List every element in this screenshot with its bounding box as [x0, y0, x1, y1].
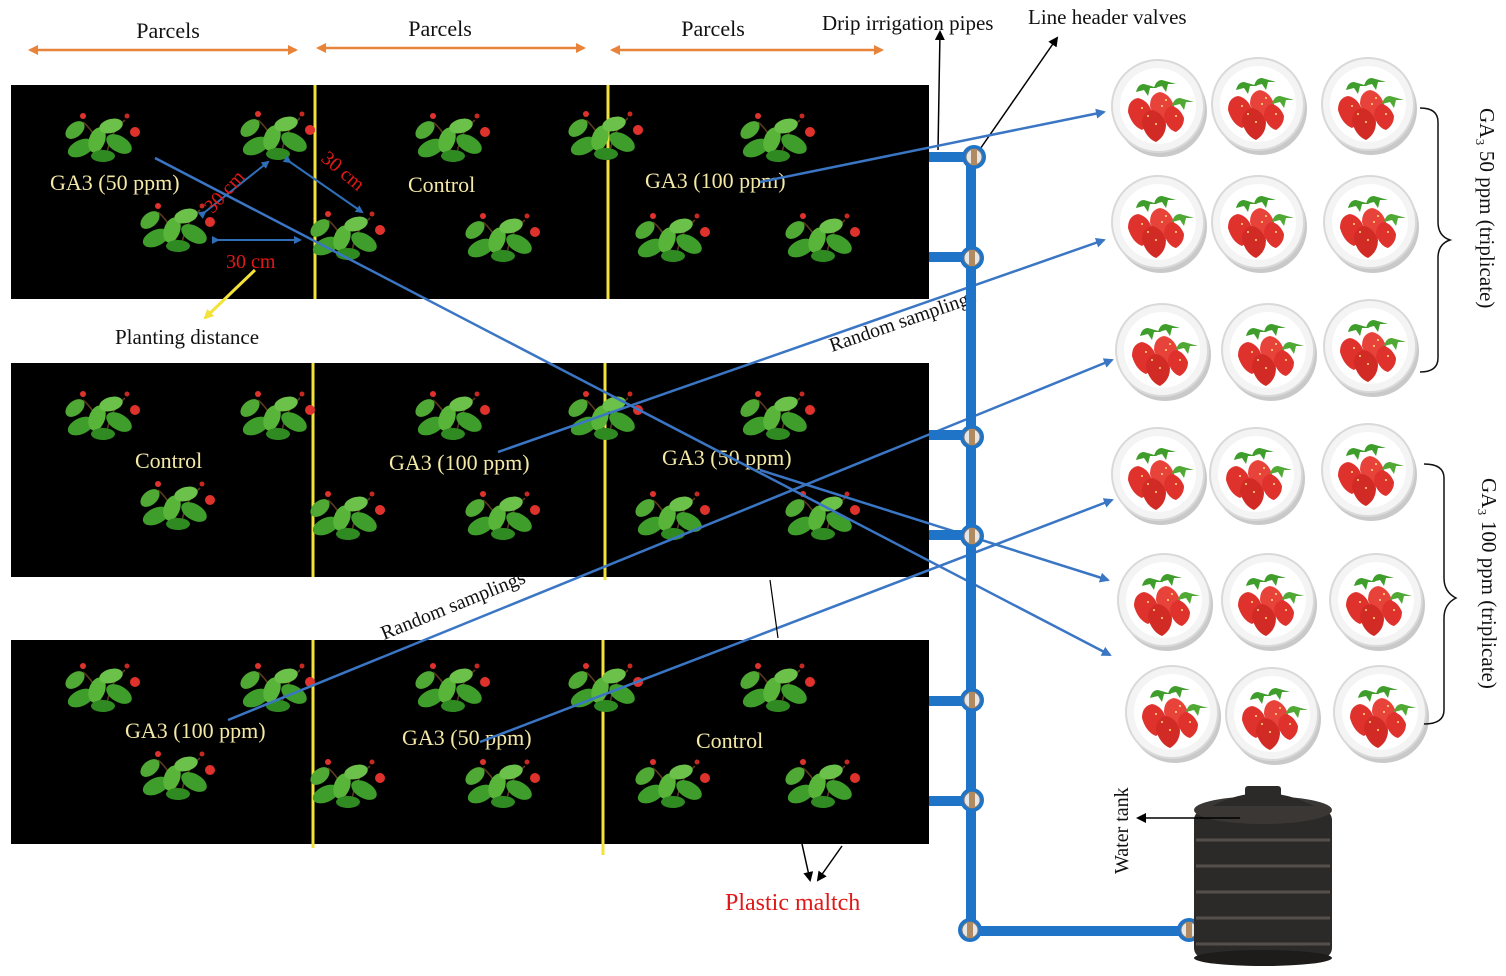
row3-label-1: GA3 (100 ppm) [125, 718, 266, 743]
water-tank-icon [1194, 786, 1332, 966]
group-label-2: GA₃ 100 ppm (triplicate) [1477, 478, 1501, 689]
plate-icon [1211, 57, 1308, 156]
row2-label-1: Control [135, 448, 202, 473]
parcel-arrows [28, 43, 884, 55]
strawberry-plates [1111, 57, 1430, 766]
valve-icon [959, 424, 985, 450]
distance-horizontal-label: 30 cm [226, 251, 276, 273]
plate-icon [1323, 299, 1420, 398]
planting-distance-label: Planting distance [115, 325, 259, 349]
drip-pipes-label: Drip irrigation pipes [822, 11, 993, 35]
plate-icon [1111, 427, 1208, 526]
valve-icon [957, 917, 983, 943]
plate-icon [1111, 59, 1208, 158]
plate-icon [1115, 303, 1212, 402]
plate-icon [1323, 175, 1420, 274]
valve-icon [959, 787, 985, 813]
row2-label-3: GA3 (50 ppm) [662, 445, 792, 470]
valve-icon [961, 144, 987, 170]
plate-icon [1211, 175, 1308, 274]
valve-icon [959, 245, 985, 271]
parcel-label-2: Parcels [408, 16, 472, 41]
distance-arrows [197, 155, 364, 244]
irrigation-system [929, 144, 1202, 943]
plastic-mulch-label: Plastic maltch [725, 890, 860, 916]
plate-icon [1117, 553, 1214, 652]
parcel-label-1: Parcels [136, 18, 200, 43]
group-label-1: GA₃ 50 ppm (triplicate) [1475, 108, 1499, 308]
plate-icon [1125, 665, 1222, 764]
valves-label: Line header valves [1028, 5, 1187, 29]
plate-icon [1221, 553, 1318, 652]
valve-icon [959, 687, 985, 713]
plate-icon [1321, 423, 1418, 522]
row1-label-1: GA3 (50 ppm) [50, 170, 180, 195]
plate-icon [1321, 57, 1418, 156]
plate-icon [1111, 175, 1208, 274]
valve-icon [959, 523, 985, 549]
parcel-label-3: Parcels [681, 16, 745, 41]
plate-icon [1329, 553, 1426, 652]
row2-label-2: GA3 (100 ppm) [389, 450, 530, 475]
group-brace-1 [1419, 107, 1453, 373]
plate-icon [1209, 427, 1306, 526]
treatment-labels: GA3 (50 ppm) Control GA3 (100 ppm) Contr… [50, 168, 792, 753]
row1-label-2: Control [408, 172, 475, 197]
group-brace-2 [1423, 463, 1458, 725]
plate-icon [1333, 665, 1430, 764]
row3-label-3: Control [696, 728, 763, 753]
row3-label-2: GA3 (50 ppm) [402, 725, 532, 750]
sampling-lines [154, 108, 1114, 744]
plate-icon [1221, 303, 1318, 402]
plate-icon [1225, 667, 1322, 766]
water-tank-label: Water tank [1111, 787, 1133, 874]
